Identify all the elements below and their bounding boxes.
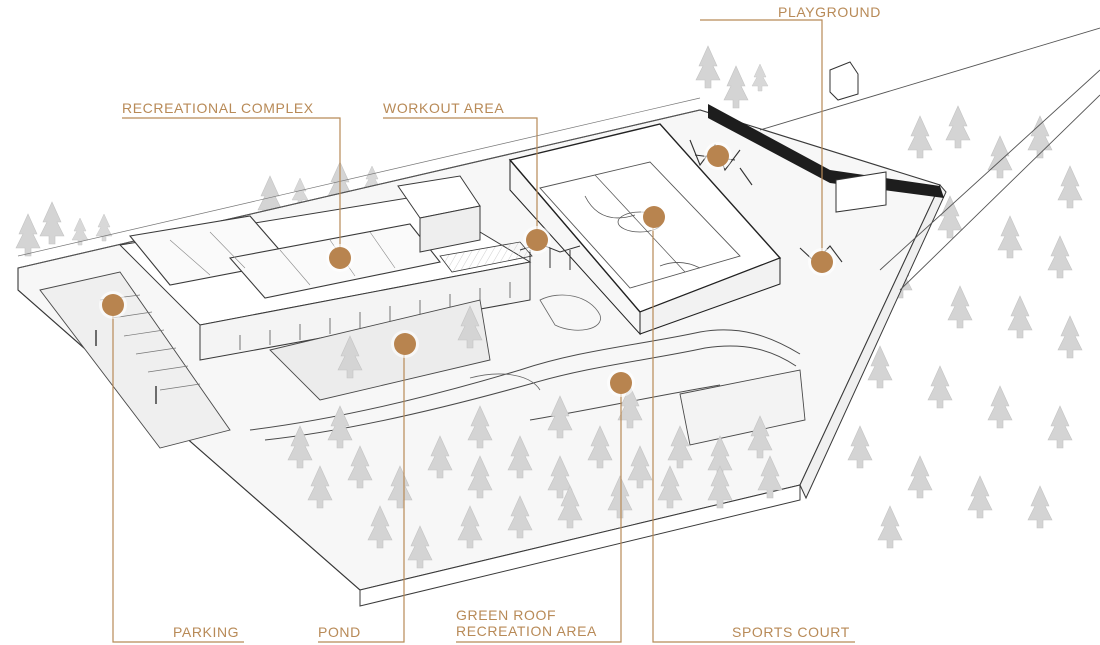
leader-workout-area — [383, 117, 538, 240]
pond-area — [269, 299, 491, 401]
location-markers — [99, 142, 836, 397]
label-green-roof-recreation-area: GREEN ROOF RECREATION AREA — [456, 607, 597, 639]
label-recreational-complex: RECREATIONAL COMPLEX — [122, 100, 314, 116]
marker-sports-court — [640, 203, 668, 231]
label-pond: POND — [318, 624, 361, 640]
label-parking: PARKING — [173, 624, 240, 640]
marker-parking — [99, 291, 127, 319]
green-roof-recreation-path — [249, 294, 806, 446]
label-playground: PLAYGROUND — [778, 4, 881, 20]
marker-pond — [391, 330, 419, 358]
label-green-roof-line2: RECREATION AREA — [456, 623, 597, 639]
marker-playground — [808, 248, 836, 276]
leader-green-roof — [456, 383, 622, 643]
label-workout-area: WORKOUT AREA — [383, 100, 505, 116]
marker-recreational-complex — [326, 244, 354, 272]
label-sports-court: SPORTS COURT — [732, 624, 850, 640]
leader-pond — [318, 344, 405, 643]
utility-building — [829, 61, 887, 213]
marker-workout-area — [523, 226, 551, 254]
leader-sports-court — [652, 217, 855, 643]
leader-lines — [112, 19, 855, 643]
marker-playground-top — [704, 142, 732, 170]
marker-green-roof — [607, 369, 635, 397]
label-green-roof-line1: GREEN ROOF — [456, 607, 557, 623]
leader-parking — [112, 305, 244, 643]
leader-playground — [700, 19, 823, 262]
leader-recreational-complex — [122, 117, 341, 258]
